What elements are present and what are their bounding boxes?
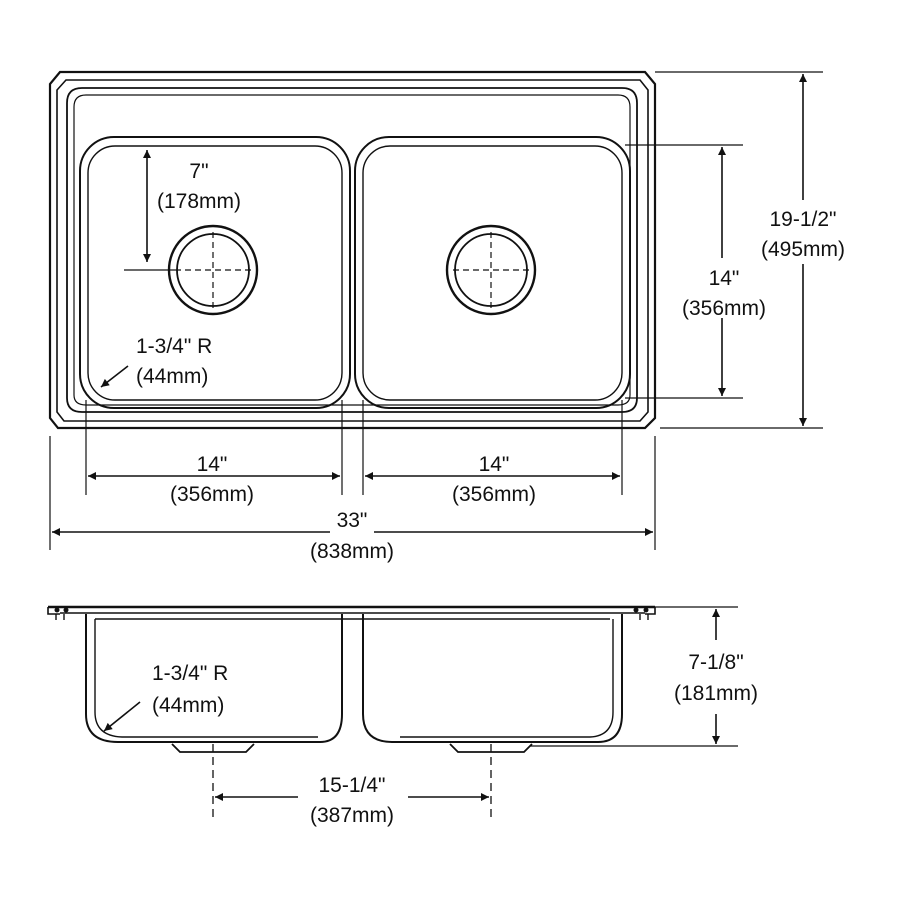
depth-metric: (181mm) xyxy=(674,682,758,705)
left-drain xyxy=(167,224,259,316)
overall-width-imperial: 33" xyxy=(337,509,368,532)
right-drain xyxy=(445,224,537,316)
side-corner-radius-imperial: 1-3/4" R xyxy=(152,662,228,685)
right-bowl-width-imperial: 14" xyxy=(479,453,510,476)
corner-radius-leader xyxy=(100,365,129,388)
drain-spacing-imperial: 15-1/4" xyxy=(319,774,386,797)
overall-length-metric: (495mm) xyxy=(761,238,845,261)
overall-length-imperial: 19-1/2" xyxy=(770,208,837,231)
depth-imperial: 7-1/8" xyxy=(688,651,743,674)
left-bowl-width-metric: (356mm) xyxy=(170,483,254,506)
side-right-bowl xyxy=(362,614,623,743)
top-corner-radius-metric: (44mm) xyxy=(136,365,208,388)
left-bowl-width-imperial: 14" xyxy=(197,453,228,476)
side-view: 1-3/4" R (44mm) 7-1/8" (181mm) 15-1/4" (… xyxy=(47,605,758,830)
overall-width-metric: (838mm) xyxy=(310,540,394,563)
side-corner-radius-metric: (44mm) xyxy=(152,694,224,717)
drain-spacing-metric: (387mm) xyxy=(310,804,394,827)
top-view: 7" (178mm) 1-3/4" R (44mm) 14" (356mm) 1… xyxy=(48,70,846,563)
right-bowl-floor xyxy=(362,145,623,401)
drain-depth-imperial: 7" xyxy=(189,160,208,183)
right-bowl-width-metric: (356mm) xyxy=(452,483,536,506)
bowl-length-imperial: 14" xyxy=(709,267,740,290)
left-bowl-floor xyxy=(87,145,343,401)
side-corner-radius-leader xyxy=(103,701,141,732)
top-corner-radius-imperial: 1-3/4" R xyxy=(136,335,212,358)
side-left-bowl xyxy=(85,614,343,743)
sink-rim-inner-line xyxy=(56,79,649,422)
sink-deck-edge-inner xyxy=(73,94,631,406)
bowl-length-metric: (356mm) xyxy=(682,297,766,320)
drain-depth-metric: (178mm) xyxy=(157,190,241,213)
right-bowl-outline xyxy=(354,136,631,409)
sink-outer-rim xyxy=(48,70,657,430)
left-bowl-outline xyxy=(79,136,351,409)
